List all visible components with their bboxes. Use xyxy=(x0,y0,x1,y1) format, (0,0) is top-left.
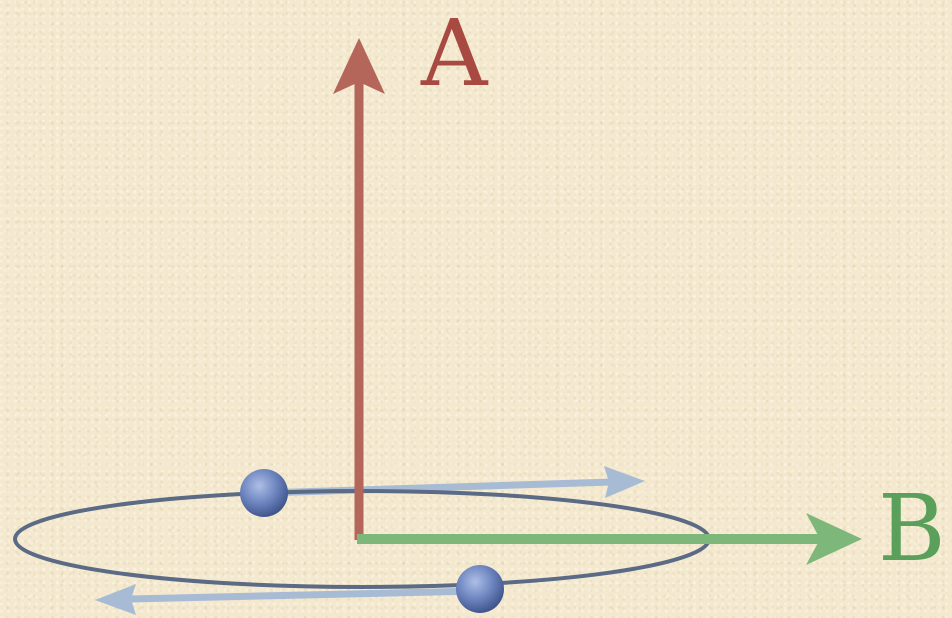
label-a: A xyxy=(420,0,489,107)
upper-particle xyxy=(240,469,288,517)
horizontal-arrow xyxy=(357,513,862,565)
lower-velocity-arrow xyxy=(95,584,482,615)
lower-particle xyxy=(456,565,504,613)
label-b: B xyxy=(878,475,946,582)
vertical-arrow xyxy=(333,38,385,540)
